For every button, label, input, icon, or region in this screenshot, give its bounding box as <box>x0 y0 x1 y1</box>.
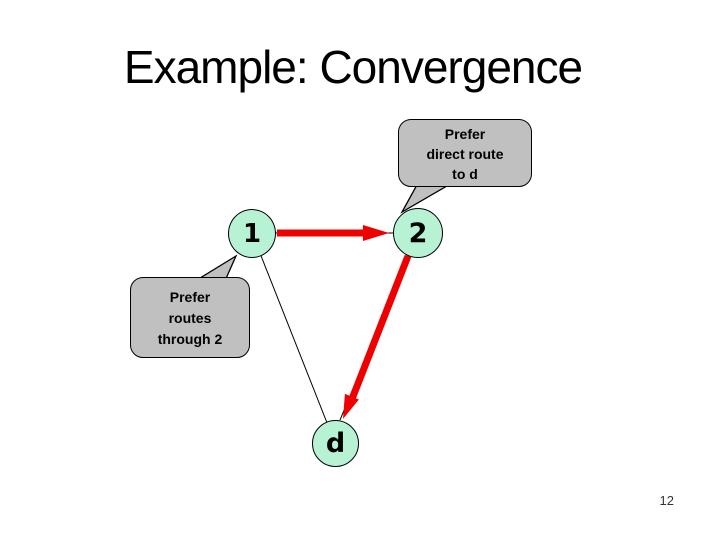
red-arrow-2-to-d-shaft <box>348 254 412 401</box>
node-1-label: 1 <box>242 218 262 249</box>
page-number: 12 <box>659 493 674 508</box>
callout-line: through 2 <box>157 331 223 347</box>
callout-line: Prefer <box>169 289 211 305</box>
red-arrow-2-to-d-head <box>343 393 359 419</box>
red-arrow-1-to-2-head <box>363 225 389 241</box>
callout-prefer-direct-route: Prefer direct route to d <box>398 119 532 187</box>
node-d-label: d <box>325 428 346 459</box>
callout-line: direct route <box>426 146 504 162</box>
callout-prefer-routes-through-2: Prefer routes through 2 <box>130 277 250 358</box>
slide-title: Example: Convergence <box>123 41 583 93</box>
callout-direct-route-tail <box>400 182 455 214</box>
node-d: d <box>312 420 359 467</box>
edge-1-d-line <box>251 232 336 444</box>
callout-line: to d <box>452 166 478 182</box>
node-2-label: 2 <box>408 217 428 249</box>
node-1: 1 <box>228 209 276 258</box>
callout-line: routes <box>168 310 212 326</box>
node-2: 2 <box>393 208 443 258</box>
callout-line: Prefer <box>444 126 486 142</box>
